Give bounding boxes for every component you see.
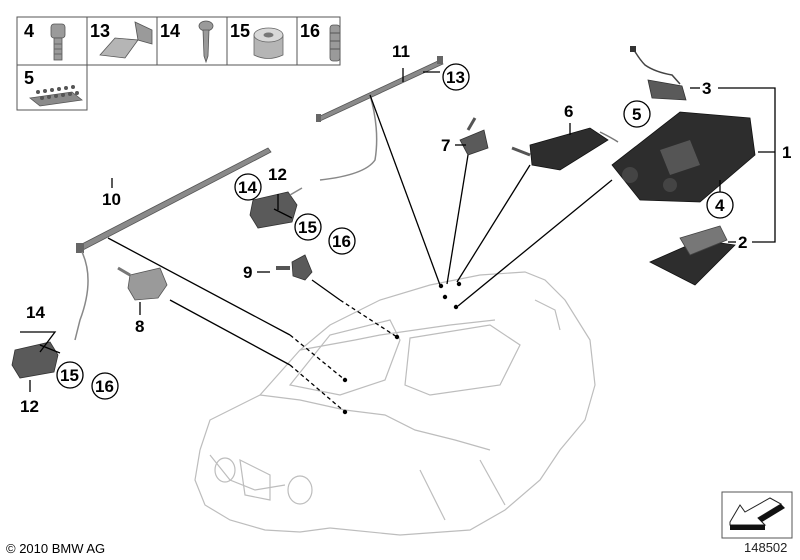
direction-arrow-icon [721, 491, 793, 539]
callout-9: 9 [243, 263, 252, 282]
clip-set-icon [29, 85, 83, 107]
callout-13: 13 [446, 68, 465, 87]
callout-12-upper: 12 [268, 165, 287, 184]
clip-icon [99, 21, 153, 59]
grid-label-14: 14 [160, 21, 180, 41]
callout-circle-14a [234, 173, 262, 201]
callout-15-lower: 15 [60, 366, 79, 385]
callout-circles [56, 63, 734, 400]
callout-7: 7 [441, 136, 450, 155]
spacer-ring-icon [253, 27, 284, 59]
grid-label-15: 15 [230, 21, 250, 41]
callout-labels: 1 2 3 4 5 6 7 8 9 10 11 12 12 13 14 14 1… [20, 42, 791, 416]
grid-cell-14 [156, 16, 228, 66]
part-cover-2 [649, 225, 736, 286]
part-lamp-12-upper [249, 187, 303, 229]
callout-circle-13 [442, 63, 470, 91]
legend-grid: 4 13 14 15 16 5 [16, 16, 341, 111]
callout-circle-15b [56, 361, 84, 389]
callout-circle-16b [91, 372, 119, 400]
grid-label-5: 5 [24, 68, 34, 88]
part-module-3 [630, 46, 687, 101]
grommet-icon [329, 24, 341, 62]
part-lamp-6 [511, 127, 619, 171]
grid-label-16: 16 [300, 21, 320, 41]
copyright-text: © 2010 BMW AG [6, 541, 105, 556]
callout-14-lower: 14 [26, 303, 45, 322]
callout-circle-5 [623, 100, 651, 128]
part-rail-11 [316, 56, 444, 181]
callout-2: 2 [738, 233, 747, 252]
screw-icon [50, 23, 66, 61]
callout-16-lower: 16 [95, 377, 114, 396]
part-lamp-12-lower [11, 341, 59, 379]
callout-circle-16a [328, 227, 356, 255]
callout-1: 1 [782, 143, 791, 162]
callout-14-upper: 14 [238, 178, 257, 197]
leader-lines [20, 68, 776, 415]
callout-3: 3 [702, 79, 711, 98]
part-lamp-9 [276, 254, 313, 281]
callout-6: 6 [564, 102, 573, 121]
callout-16-upper: 16 [332, 232, 351, 251]
callout-15-upper: 15 [298, 218, 317, 237]
callout-10: 10 [102, 190, 121, 209]
tapping-screw-icon [198, 20, 214, 64]
callout-12-lower: 12 [20, 397, 39, 416]
car-outline [194, 271, 596, 536]
part-lamp-8 [117, 266, 168, 301]
callout-11: 11 [392, 42, 410, 61]
grid-label-4: 4 [24, 21, 34, 41]
part-rail-10 [74, 147, 272, 341]
callout-circle-15a [294, 213, 322, 241]
callout-circle-4 [706, 191, 734, 219]
grid-label-13: 13 [90, 21, 110, 41]
image-number: 148502 [744, 540, 787, 555]
part-switch-7 [459, 117, 489, 156]
part-housing-1 [611, 111, 756, 203]
callout-8: 8 [135, 317, 144, 336]
callout-4: 4 [715, 196, 725, 215]
callout-5: 5 [632, 105, 641, 124]
